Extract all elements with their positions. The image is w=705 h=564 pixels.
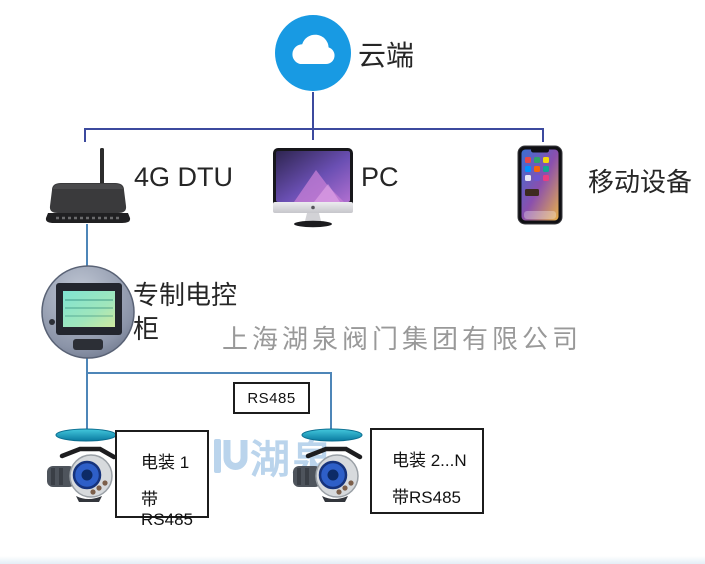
cabinet-label: 专制电控 柜 bbox=[133, 278, 237, 346]
cloud-label: 云端 bbox=[358, 40, 415, 71]
watermark-company-text: 上海湖泉阀门集团有限公司 bbox=[222, 325, 583, 354]
cloud-icon bbox=[275, 15, 351, 91]
cabinet-label-line1: 专制电控 bbox=[133, 280, 238, 310]
router-icon bbox=[45, 148, 131, 223]
connector-cloud-vertical bbox=[312, 92, 314, 140]
connector-bus-right-drop bbox=[330, 372, 332, 432]
actuator1-subtitle: 带RS485 bbox=[141, 490, 193, 529]
actuator2-icon bbox=[293, 428, 363, 502]
connector-dtu-cabinet bbox=[86, 224, 88, 268]
rs485-tag: RS485 bbox=[233, 382, 310, 414]
cabinet-icon bbox=[41, 265, 135, 359]
cabinet-label-line2: 柜 bbox=[133, 314, 160, 344]
actuator2-subtitle: 带RS485 bbox=[392, 488, 461, 507]
bottom-edge-band bbox=[0, 556, 705, 564]
connector-bus-horizontal bbox=[86, 372, 332, 374]
imac-icon bbox=[273, 148, 353, 228]
rs485-tag-label: RS485 bbox=[247, 389, 296, 407]
connector-top-horizontal bbox=[84, 128, 544, 130]
actuator1-title: 电装 1 bbox=[141, 453, 190, 472]
actuator2-box: 电装 2...N 带RS485 bbox=[370, 428, 484, 514]
mobile-label: 移动设备 bbox=[588, 167, 693, 197]
connector-tick-dtu bbox=[84, 128, 86, 142]
actuator1-box: 电装 1 带RS485 bbox=[115, 430, 209, 529]
actuator1-icon bbox=[47, 428, 117, 502]
connector-cabinet-down bbox=[86, 356, 88, 432]
actuator2-title: 电装 2...N bbox=[392, 451, 467, 470]
huquan-logo-icon bbox=[214, 439, 248, 473]
connector-tick-mobile bbox=[542, 128, 544, 142]
dtu-label: 4G DTU bbox=[134, 162, 234, 192]
pc-label: PC bbox=[361, 162, 399, 192]
phone-icon bbox=[517, 145, 563, 225]
